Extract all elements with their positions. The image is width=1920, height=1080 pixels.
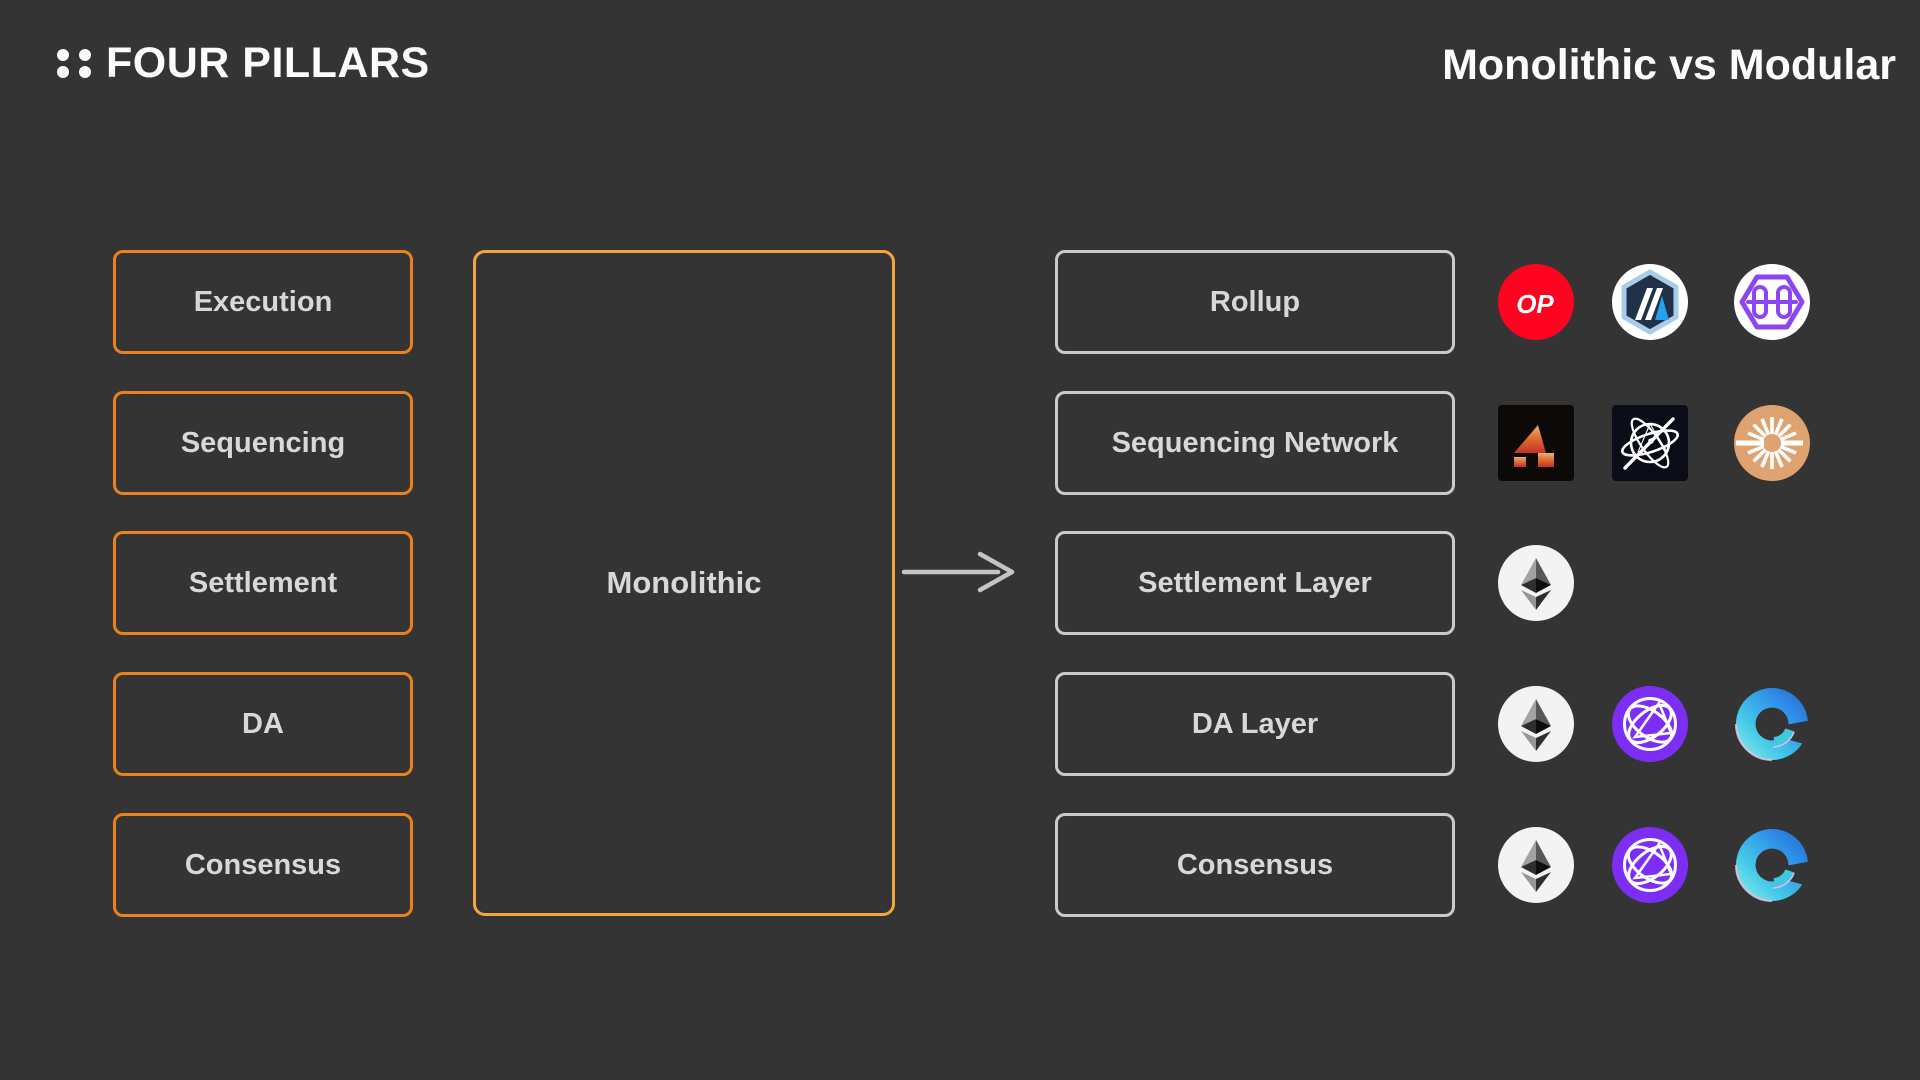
optimism-icon — [1498, 264, 1574, 340]
ethereum-icon — [1498, 686, 1574, 762]
monolithic-label: Monolithic — [606, 565, 762, 600]
pillar-label: Execution — [193, 285, 333, 318]
pillar-box-settlement: Settlement — [113, 531, 413, 635]
page-title: Monolithic vs Modular — [1442, 41, 1896, 89]
modular-box-sequencing-network: Sequencing Network — [1055, 391, 1455, 495]
modular-box-settlement-layer: Settlement Layer — [1055, 531, 1455, 635]
modular-label: Settlement Layer — [1138, 566, 1372, 599]
ethereum-icon — [1498, 827, 1574, 903]
modular-label: Sequencing Network — [1111, 426, 1399, 459]
pillar-label: Sequencing — [180, 426, 346, 459]
monolithic-box: Monolithic — [473, 250, 895, 916]
astria-a-icon — [1498, 405, 1574, 481]
modular-box-consensus: Consensus — [1055, 813, 1455, 917]
orbital-globe-icon — [1612, 405, 1688, 481]
sunburst-icon — [1734, 405, 1810, 481]
pillar-box-sequencing: Sequencing — [113, 391, 413, 495]
modular-label: Consensus — [1176, 848, 1334, 881]
pillar-box-da: DA — [113, 672, 413, 776]
hexagon-loops-icon — [1734, 264, 1810, 340]
pillar-label: Consensus — [184, 848, 342, 881]
brand-name: FOUR PILLARS — [106, 39, 430, 87]
blue-ring-icon — [1734, 686, 1810, 762]
brand: FOUR PILLARS — [57, 42, 430, 85]
wireframe-globe-icon — [1612, 827, 1688, 903]
modular-label: Rollup — [1209, 285, 1301, 318]
blue-ring-icon — [1734, 827, 1810, 903]
modular-box-rollup: Rollup — [1055, 250, 1455, 354]
right-arrow-icon — [901, 551, 1015, 593]
pillar-label: DA — [242, 707, 284, 740]
ethereum-icon — [1498, 545, 1574, 621]
modular-label: DA Layer — [1191, 707, 1319, 740]
pillar-box-execution: Execution — [113, 250, 413, 354]
modular-box-da-layer: DA Layer — [1055, 672, 1455, 776]
pillar-box-consensus: Consensus — [113, 813, 413, 917]
arbitrum-icon — [1612, 264, 1688, 340]
pillar-label: Settlement — [188, 566, 338, 599]
four-dots-logo-icon — [57, 49, 91, 78]
wireframe-globe-icon — [1612, 686, 1688, 762]
